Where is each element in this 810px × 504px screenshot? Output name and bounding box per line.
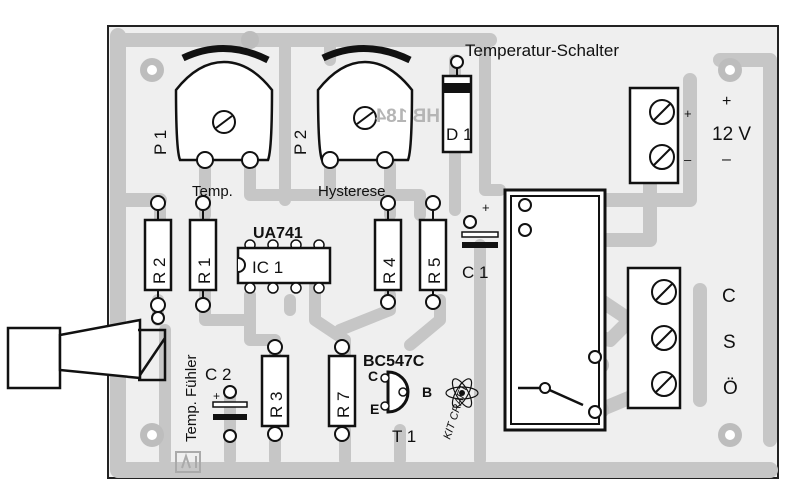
potentiometer-p1: P 1 <box>151 45 274 169</box>
t1-pin-b: B <box>422 384 432 400</box>
terminal-plus: + <box>684 106 692 121</box>
sensor-label: Temp. Fühler <box>183 354 200 442</box>
supply-terminal: + – <box>628 86 692 185</box>
ic1-label: IC 1 <box>252 258 283 277</box>
t1-pin-e: E <box>370 401 379 417</box>
terminal-minus: – <box>684 152 692 167</box>
hysterese-label: Hysterese <box>318 183 386 200</box>
output-s-label: S <box>723 332 736 353</box>
c1-plus: + <box>482 200 490 215</box>
manufacturer-mark <box>175 451 201 473</box>
resistor-r7: R 7 <box>327 339 357 442</box>
r3-label: R 3 <box>267 392 286 418</box>
output-o-label: Ö <box>723 378 738 399</box>
resistor-r5: R 5 <box>418 195 448 310</box>
p1-label: P 1 <box>151 130 170 155</box>
ic-type-label: UA741 <box>253 225 303 242</box>
output-c-label: C <box>722 286 736 307</box>
supply-minus-label: – <box>722 151 731 168</box>
supply-plus-label: + <box>722 93 731 110</box>
r4-label: R 4 <box>380 258 399 284</box>
r1-label: R 1 <box>195 258 214 284</box>
diode-d1: D 1 <box>441 55 472 154</box>
resistor-r3: R 3 <box>260 339 290 442</box>
d1-label: D 1 <box>446 125 472 144</box>
r5-label: R 5 <box>425 258 444 284</box>
output-terminal <box>626 266 682 410</box>
potentiometer-p2: P 2 <box>291 45 414 169</box>
temperature-sensor <box>6 311 167 390</box>
p2-label: P 2 <box>291 130 310 155</box>
supply-voltage-label: 12 V <box>712 124 751 145</box>
resistor-r1: R 1 <box>188 195 218 313</box>
t1-label: T 1 <box>392 427 416 446</box>
resistor-r4: R 4 <box>373 195 403 310</box>
r2-label: R 2 <box>150 258 169 284</box>
transistor-t1: BC547C C B E T 1 <box>363 353 432 446</box>
capacitor-c2: C 2 + <box>205 365 248 443</box>
ic-ua741: UA741 IC 1 <box>236 225 332 294</box>
board-title: Temperatur-Schalter <box>465 41 619 60</box>
relay <box>503 188 607 432</box>
t1-type-label: BC547C <box>363 353 425 370</box>
c1-label: C 1 <box>462 263 488 282</box>
c2-label: C 2 <box>205 365 231 384</box>
capacitor-c1: + C 1 <box>461 200 499 282</box>
r7-label: R 7 <box>334 392 353 418</box>
t1-pin-c: C <box>368 368 378 384</box>
solder-pad <box>241 31 259 49</box>
pcb-code: HB 184 <box>375 106 440 127</box>
c2-plus: + <box>213 389 220 403</box>
